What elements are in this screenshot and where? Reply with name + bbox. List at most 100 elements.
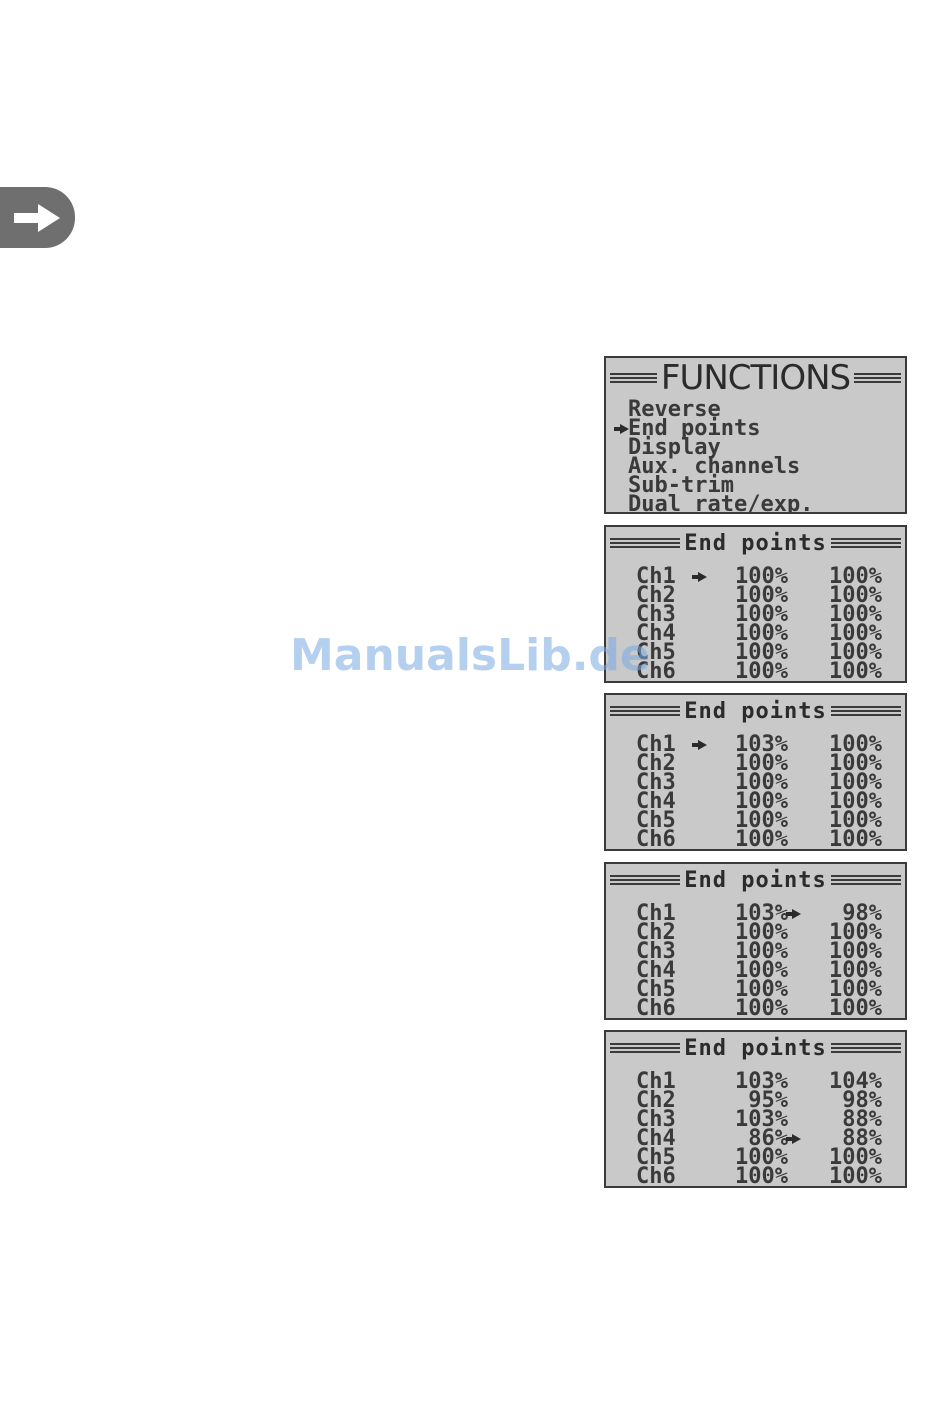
channel-label: Ch3	[636, 1107, 676, 1132]
channel-row: Ch1 103% 104%	[606, 1069, 905, 1094]
channel-row: Ch2 95% 98%	[606, 1088, 905, 1113]
endpoint-value-1[interactable]: 86%	[748, 1126, 788, 1151]
endpoint-value-2[interactable]: 100%	[829, 958, 882, 983]
channel-label: Ch6	[636, 1164, 676, 1188]
endpoint-value-2[interactable]: 100%	[829, 621, 882, 646]
endpoint-value-1[interactable]: 100%	[735, 977, 788, 1002]
endpoint-value-2[interactable]: 100%	[829, 996, 882, 1020]
endpoint-value-2[interactable]: 100%	[829, 1145, 882, 1170]
endpoint-value-2[interactable]: 100%	[829, 751, 882, 776]
channel-label: Ch1	[636, 564, 676, 589]
functions-menu-item[interactable]: Dual rate/exp.	[606, 494, 905, 513]
endpoint-value-1[interactable]: 95%	[748, 1088, 788, 1113]
endpoint-value-1[interactable]: 100%	[735, 583, 788, 608]
endpoint-value-2[interactable]: 88%	[842, 1126, 882, 1151]
endpoint-value-1[interactable]: 100%	[735, 996, 788, 1020]
endpoint-value-2[interactable]: 100%	[829, 827, 882, 851]
channel-label: Ch1	[636, 1069, 676, 1094]
endpoint-value-1[interactable]: 103%	[735, 1107, 788, 1132]
functions-menu-item[interactable]: Aux. channels	[606, 456, 905, 478]
endpoint-value-1[interactable]: 100%	[735, 808, 788, 833]
channel-row: Ch1 103% 98%	[606, 901, 905, 926]
endpoint-value-1[interactable]: 103%	[735, 732, 788, 757]
functions-menu-item-label: End points	[628, 416, 761, 441]
channel-row: Ch3 100% 100%	[606, 939, 905, 964]
functions-menu-item[interactable]: End points	[606, 416, 905, 441]
endpoint-value-2[interactable]: 100%	[829, 808, 882, 833]
endpoint-value-1[interactable]: 100%	[735, 958, 788, 983]
endpoint-value-2[interactable]: 100%	[829, 583, 882, 608]
channel-label: Ch6	[636, 659, 676, 683]
channel-label: Ch4	[636, 958, 676, 983]
functions-menu-item[interactable]: Reverse	[606, 397, 905, 422]
header-rule-right	[830, 706, 902, 716]
endpoint-value-1[interactable]: 103%	[735, 901, 788, 926]
channel-label: Ch2	[636, 920, 676, 945]
end-points-title: End points	[684, 698, 827, 724]
channel-label: Ch1	[636, 901, 676, 926]
endpoint-value-1[interactable]: 103%	[735, 1069, 788, 1094]
functions-menu-item[interactable]: Sub-trim	[606, 473, 905, 498]
endpoint-value-2[interactable]: 100%	[829, 640, 882, 665]
end-points-title: End points	[684, 530, 827, 556]
endpoint-value-1[interactable]: 100%	[735, 659, 788, 683]
end-points-title: End points	[684, 1035, 827, 1061]
end-points-title: End points	[684, 867, 827, 893]
endpoint-value-2[interactable]: 100%	[829, 564, 882, 589]
channel-label: Ch4	[636, 621, 676, 646]
cursor-arrow-icon	[692, 572, 707, 582]
endpoint-value-2[interactable]: 100%	[829, 939, 882, 964]
endpoint-value-1[interactable]: 100%	[735, 770, 788, 795]
endpoint-value-1[interactable]: 100%	[735, 1164, 788, 1188]
header-rule-left	[610, 875, 681, 885]
endpoint-value-2[interactable]: 88%	[842, 1107, 882, 1132]
endpoint-value-2[interactable]: 100%	[829, 920, 882, 945]
endpoint-value-2[interactable]: 100%	[829, 659, 882, 683]
endpoint-value-2[interactable]: 98%	[842, 901, 882, 926]
endpoint-value-1[interactable]: 100%	[735, 789, 788, 814]
endpoint-value-1[interactable]: 100%	[735, 939, 788, 964]
endpoint-value-2[interactable]: 100%	[829, 770, 882, 795]
endpoint-value-1[interactable]: 100%	[735, 751, 788, 776]
channel-label: Ch2	[636, 1088, 676, 1113]
lcd-header: End points	[606, 529, 905, 557]
watermark: ManualsLib.de	[290, 630, 650, 681]
endpoint-value-1[interactable]: 100%	[735, 621, 788, 646]
header-rule-right	[830, 538, 902, 548]
endpoint-value-2[interactable]: 100%	[829, 1164, 882, 1188]
endpoint-value-2[interactable]: 104%	[829, 1069, 882, 1094]
functions-menu-item-label: Sub-trim	[628, 473, 734, 498]
endpoint-value-1[interactable]: 100%	[735, 640, 788, 665]
endpoint-value-1[interactable]: 100%	[735, 827, 788, 851]
channel-label: Ch4	[636, 1126, 676, 1151]
channel-row: Ch3 103% 88%	[606, 1107, 905, 1132]
header-rule-right	[830, 875, 902, 885]
endpoint-value-1[interactable]: 100%	[735, 602, 788, 627]
endpoint-value-1[interactable]: 100%	[735, 1145, 788, 1170]
endpoint-value-2[interactable]: 100%	[829, 977, 882, 1002]
functions-menu-item[interactable]: Display	[606, 437, 905, 459]
endpoint-value-2[interactable]: 100%	[829, 602, 882, 627]
functions-menu-item-label: Reverse	[628, 397, 721, 422]
channel-label: Ch3	[636, 939, 676, 964]
endpoint-value-1[interactable]: 100%	[735, 920, 788, 945]
endpoint-value-2[interactable]: 98%	[842, 1088, 882, 1113]
channel-row: Ch6 100% 100%	[606, 1164, 905, 1188]
endpoint-value-2[interactable]: 100%	[829, 732, 882, 757]
endpoint-value-2[interactable]: 100%	[829, 789, 882, 814]
header-rule-right	[854, 373, 902, 383]
endpoint-value-1[interactable]: 100%	[735, 564, 788, 589]
lcd-header: End points	[606, 866, 905, 894]
